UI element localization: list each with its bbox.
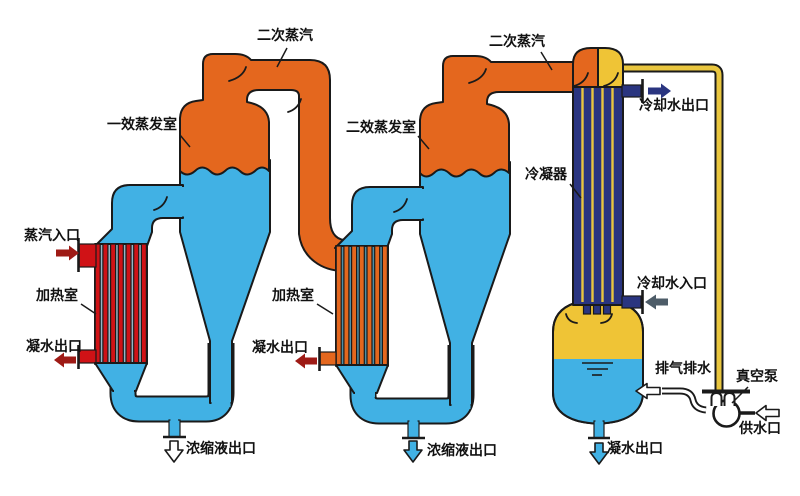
concentrate-outlet-1 [163, 417, 186, 463]
pump-arch [710, 391, 723, 406]
elbow-mark [287, 98, 302, 113]
label-condensate-outlet-1: 凝水出口 [26, 339, 82, 355]
evaporator1-vapor-dome-and-steam-pipe [179, 53, 345, 272]
elbow-mark [153, 196, 168, 211]
vacuum-line-fill [615, 65, 722, 392]
seam-patch [595, 417, 603, 423]
label-secondary-steam-1: 二次蒸汽 [257, 28, 313, 44]
evaporator2-vapor-dome-and-steam-pipe [419, 55, 591, 178]
label-concentrate-outlet-2: 浓缩液出口 [427, 443, 497, 459]
label-water-supply: 供水口 [739, 421, 781, 437]
label-vacuum-pump: 真空泵 [736, 369, 778, 385]
supply-arrow-icon [755, 404, 780, 422]
exhaust-arrow-icon [635, 382, 661, 400]
leader-line [276, 47, 288, 68]
cooling-inlet-arrow-icon [645, 294, 668, 310]
seam-patch [170, 417, 178, 423]
label-heating-room-2: 加热室 [272, 288, 314, 304]
steam-inlet-stub [78, 243, 97, 268]
vacuum-line-pipe [615, 63, 724, 393]
label-steam-inlet: 蒸汽入口 [24, 228, 80, 244]
chamber2-tube [374, 245, 381, 367]
condenser-dome-right [597, 47, 624, 88]
seam-patch [418, 189, 425, 219]
chamber1-tube [133, 243, 140, 365]
condensate2-stub [319, 351, 337, 366]
label-secondary-steam-2: 二次蒸汽 [489, 34, 545, 50]
elbow-mark [600, 313, 613, 324]
elbow-mark [565, 313, 578, 324]
steam-inlet-arrow-icon [56, 245, 79, 261]
seam-patch [409, 418, 418, 424]
chamber2-bottom-funnel [335, 364, 389, 394]
chamber1-tube [125, 243, 132, 365]
leader-line [80, 303, 97, 315]
label-concentrate-outlet-1: 浓缩液出口 [186, 441, 256, 457]
chamber2-tube [358, 245, 365, 367]
label-cooling-water-outlet: 冷却水出口 [639, 98, 709, 114]
flask-outlet-stub [593, 420, 605, 439]
circulation-pipe-effect1 [94, 184, 184, 247]
cooling-water-inlet-stub [621, 295, 642, 309]
chamber1-tube [140, 243, 147, 365]
label-evaporator-1: 一效蒸发室 [107, 117, 177, 133]
leader-line [179, 134, 191, 148]
pump-arch [723, 391, 736, 406]
elbow-mark [573, 72, 589, 87]
flask-liquid [553, 359, 643, 424]
condenser-body [572, 84, 624, 306]
chamber2-tube [351, 245, 358, 367]
condenser-dome-left [572, 47, 599, 88]
label-evaporator-2: 二效蒸发室 [346, 120, 416, 136]
seam-patch [451, 401, 471, 409]
chamber1-tube [117, 243, 124, 365]
seam-patch [114, 386, 134, 395]
label-condensate-outlet-3: 凝水出口 [607, 441, 663, 457]
label-heating-room-1: 加热室 [36, 288, 78, 304]
seam-patch [178, 187, 185, 217]
elbow-mark [393, 198, 408, 213]
leader-line [316, 303, 334, 315]
label-condenser: 冷凝器 [525, 167, 567, 183]
cooling-outlet-arrow-icon [648, 83, 671, 99]
leader-line [569, 183, 582, 199]
concentrate-outlet-2 [402, 418, 425, 463]
chamber2-tube [335, 245, 342, 367]
chamber2-tube [343, 245, 350, 367]
heating-chamber-2 [318, 245, 389, 371]
seam-patch [211, 399, 231, 407]
chamber1-tube [109, 243, 117, 365]
evaporator1-liquid-cone [179, 159, 271, 404]
chamber1-tube [102, 243, 109, 365]
chamber2-tube [366, 245, 373, 367]
elbow-mark [228, 66, 247, 82]
condensate2-arrow-icon [295, 353, 317, 369]
down-arrow-icon [164, 440, 184, 463]
elbow-mark [603, 72, 619, 87]
label-cooling-water-inlet: 冷却水入口 [637, 276, 707, 292]
elbow-mark [468, 68, 487, 84]
down-arrow-icon [589, 442, 609, 465]
exhaust-pipe-fill [662, 389, 707, 412]
chamber2-tube [381, 245, 388, 367]
leader-line [417, 135, 430, 150]
label-condensate-outlet-2: 凝水出口 [252, 340, 308, 356]
leader-line [540, 51, 553, 71]
down-arrow-icon [403, 440, 423, 463]
condenser-assembly [552, 47, 644, 465]
evaporator2-liquid-cone [419, 161, 511, 406]
cooling-water-outlet-stub [621, 84, 642, 98]
flask-condensate-outlet [588, 417, 610, 465]
leader-line [731, 386, 749, 404]
condensate1-arrow-icon [54, 352, 76, 368]
seam-patch [355, 388, 375, 397]
heating-chamber-1 [77, 238, 148, 369]
chamber1-bottom-funnel [94, 362, 148, 392]
label-exhaust-drain: 排气排水 [655, 361, 711, 377]
circulation-pipe-effect2 [334, 186, 424, 249]
